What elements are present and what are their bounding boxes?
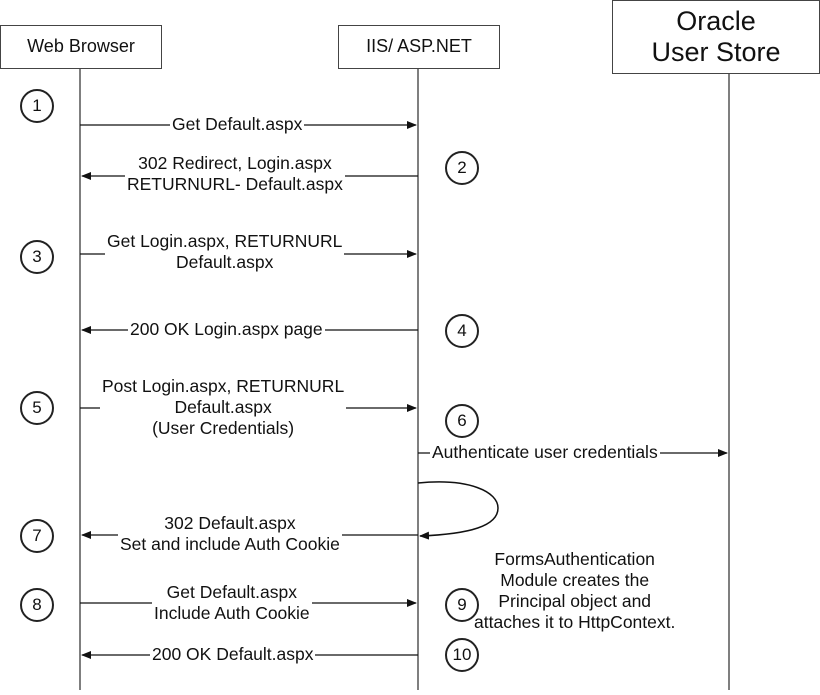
message-text: Include Auth Cookie — [154, 603, 310, 623]
step-6-circle: 6 — [445, 404, 479, 438]
message-text: Default.aspx — [174, 397, 272, 417]
message-get-default: Get Default.aspx — [170, 114, 305, 135]
note-line: FormsAuthentication — [494, 549, 655, 569]
self-loop-arrow — [417, 481, 499, 540]
message-text: Post Login.aspx, RETURNURL — [102, 376, 345, 396]
message-text: Get Default.aspx — [172, 114, 303, 134]
message-text: 200 OK Login.aspx page — [130, 319, 323, 339]
participant-oracle-line1: Oracle — [676, 5, 756, 36]
participant-web-browser-label: Web Browser — [27, 36, 135, 57]
message-text: (User Credentials) — [152, 418, 295, 438]
step-2-circle: 2 — [445, 151, 479, 185]
note-line: Module creates the — [500, 570, 650, 590]
message-text: 302 Default.aspx — [164, 513, 296, 533]
message-302-default: 302 Default.aspx Set and include Auth Co… — [118, 513, 342, 555]
message-redirect-login: 302 Redirect, Login.aspx RETURNURL- Defa… — [125, 153, 345, 195]
message-text: 200 OK Default.aspx — [152, 644, 314, 664]
message-get-default-cookie: Get Default.aspx Include Auth Cookie — [152, 582, 312, 624]
step-3-circle: 3 — [20, 240, 54, 274]
step-1-circle: 1 — [20, 89, 54, 123]
message-text: RETURNURL- Default.aspx — [127, 174, 343, 194]
message-ok-login-page: 200 OK Login.aspx page — [128, 319, 325, 340]
participant-web-browser: Web Browser — [0, 25, 162, 69]
participant-iis-aspnet-label: IIS/ ASP.NET — [366, 36, 472, 57]
participant-iis-aspnet: IIS/ ASP.NET — [338, 25, 500, 69]
message-text: Get Default.aspx — [166, 582, 298, 602]
step-8-circle: 8 — [20, 588, 54, 622]
step-5-circle: 5 — [20, 391, 54, 425]
message-get-login: Get Login.aspx, RETURNURL Default.aspx — [105, 231, 345, 273]
forms-auth-note: FormsAuthentication Module creates the P… — [474, 549, 675, 633]
message-authenticate: Authenticate user credentials — [430, 442, 660, 463]
note-line: attaches it to HttpContext. — [474, 612, 676, 632]
message-text: 302 Redirect, Login.aspx — [138, 153, 332, 173]
message-text: Get Login.aspx, RETURNURL — [107, 231, 343, 251]
step-4-circle: 4 — [445, 314, 479, 348]
message-text: Default.aspx — [176, 252, 274, 272]
message-post-login: Post Login.aspx, RETURNURL Default.aspx … — [100, 376, 347, 439]
message-ok-default: 200 OK Default.aspx — [150, 644, 316, 665]
step-7-circle: 7 — [20, 519, 54, 553]
step-9-circle: 9 — [445, 588, 479, 622]
participant-oracle-user-store: Oracle User Store — [612, 0, 820, 74]
participant-oracle-line2: User Store — [651, 37, 781, 67]
message-text: Authenticate user credentials — [432, 442, 658, 462]
note-line: Principal object and — [498, 591, 652, 611]
message-text: Set and include Auth Cookie — [120, 534, 340, 554]
step-10-circle: 10 — [445, 638, 479, 672]
